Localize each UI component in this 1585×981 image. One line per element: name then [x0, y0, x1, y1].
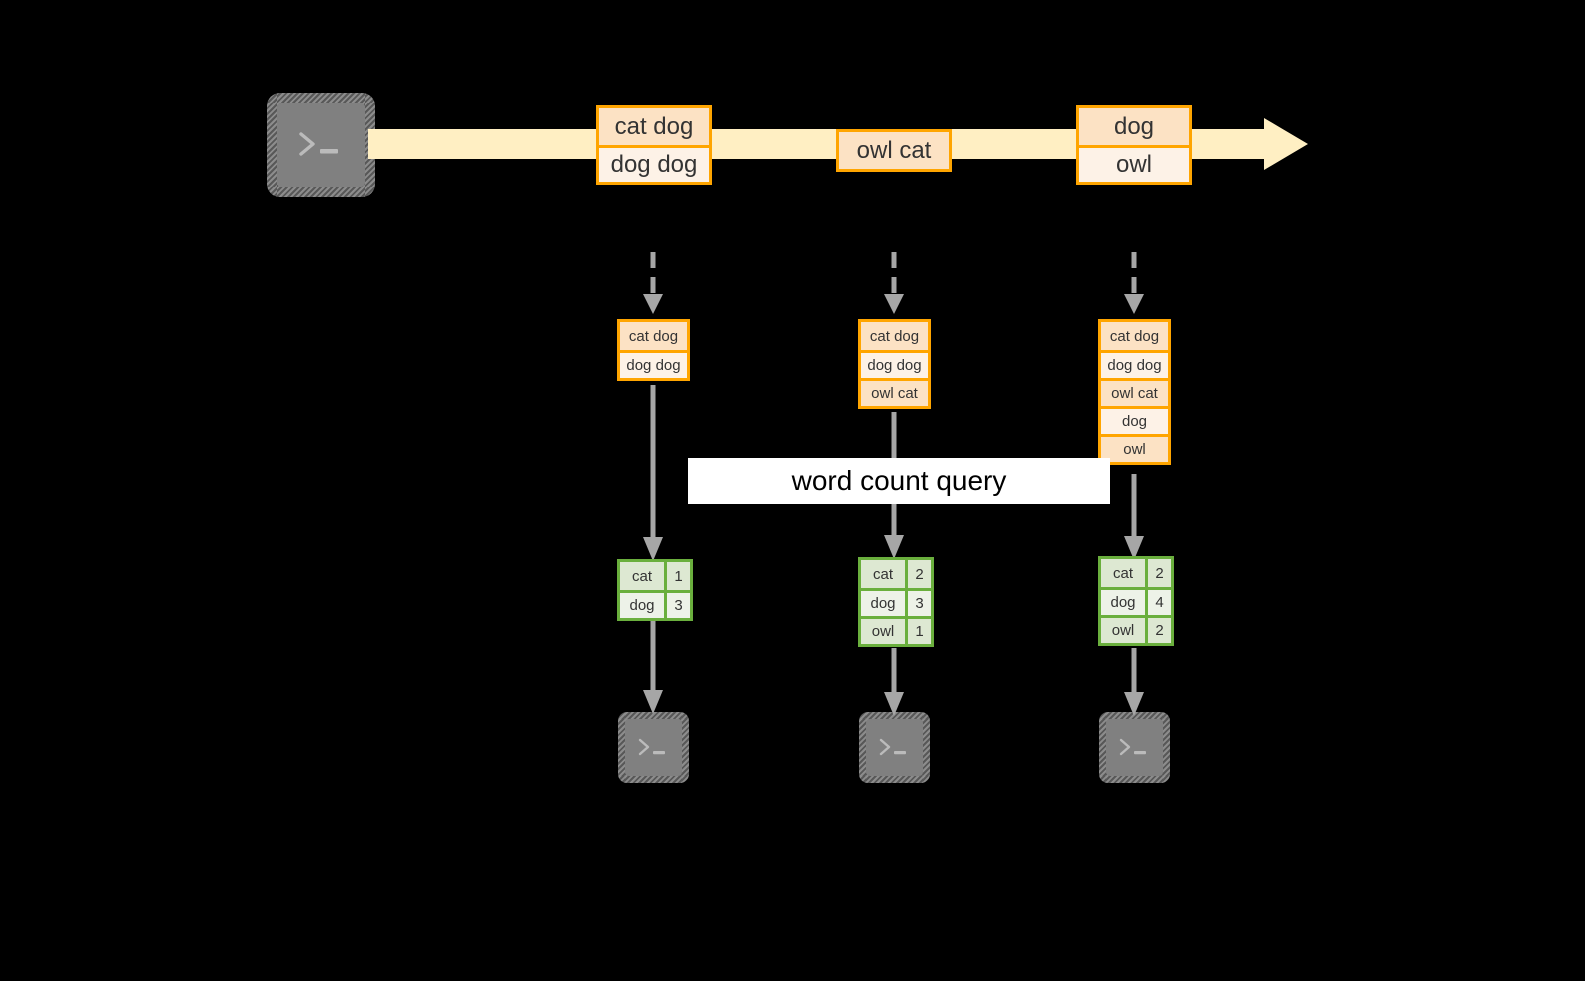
snapshot-3-result-table: cat 2 dog 4 owl 2 [1098, 556, 1174, 646]
stream-event-group-1: cat dog dog dog [596, 105, 712, 185]
sink-connector-2 [882, 648, 906, 718]
snapshot-input-row: dog [1101, 406, 1168, 434]
result-row: dog 4 [1101, 587, 1171, 615]
result-row: dog 3 [620, 590, 690, 618]
result-row: cat 2 [861, 560, 931, 588]
result-count: 4 [1145, 590, 1171, 615]
dashed-connector-2 [881, 252, 907, 318]
result-word: cat [861, 560, 905, 588]
snapshot-input-row: cat dog [861, 322, 928, 350]
query-connector-3 [1122, 474, 1146, 562]
source-terminal-icon [267, 93, 375, 197]
result-word: dog [861, 591, 905, 616]
stream-event-item: owl [1079, 145, 1189, 182]
snapshot-input-row: dog dog [861, 350, 928, 378]
result-word: owl [861, 619, 905, 644]
snapshot-input-row: dog dog [620, 350, 687, 378]
result-count: 2 [1145, 559, 1171, 587]
terminal-screen [1106, 719, 1163, 776]
stream-event-item: dog [1079, 108, 1189, 145]
snapshot-input-row: cat dog [1101, 322, 1168, 350]
result-word: cat [1101, 559, 1145, 587]
terminal-screen [866, 719, 923, 776]
result-count: 1 [664, 562, 690, 590]
snapshot-1-input-stack: cat dog dog dog [617, 319, 690, 381]
result-word: dog [1101, 590, 1145, 615]
query-label-text: word count query [791, 465, 1007, 496]
snapshot-input-row: owl [1101, 434, 1168, 462]
snapshot-1-sink-terminal-icon [618, 712, 689, 783]
snapshot-2-result-table: cat 2 dog 3 owl 1 [858, 557, 934, 647]
snapshot-input-row: cat dog [620, 322, 687, 350]
result-count: 2 [905, 560, 931, 588]
stream-event-group-3: dog owl [1076, 105, 1192, 185]
result-row: owl 2 [1101, 615, 1171, 643]
result-count: 1 [905, 619, 931, 644]
stream-event-item: owl cat [839, 132, 949, 169]
sink-connector-1 [641, 620, 665, 716]
snapshot-3-input-stack: cat dog dog dog owl cat dog owl [1098, 319, 1171, 465]
result-word: cat [620, 562, 664, 590]
result-row: owl 1 [861, 616, 931, 644]
snapshot-input-row: owl cat [861, 378, 928, 406]
sink-connector-3 [1122, 648, 1146, 718]
result-count: 3 [664, 593, 690, 618]
result-row: dog 3 [861, 588, 931, 616]
result-count: 2 [1145, 618, 1171, 643]
result-row: cat 2 [1101, 559, 1171, 587]
snapshot-1-result-table: cat 1 dog 3 [617, 559, 693, 621]
stream-event-item: cat dog [599, 108, 709, 145]
result-count: 3 [905, 591, 931, 616]
query-connector-1 [641, 385, 665, 563]
query-label: word count query [688, 458, 1110, 504]
snapshot-input-row: dog dog [1101, 350, 1168, 378]
result-word: owl [1101, 618, 1145, 643]
result-word: dog [620, 593, 664, 618]
stream-event-group-2: owl cat [836, 129, 952, 172]
terminal-screen [277, 103, 365, 187]
dashed-connector-1 [640, 252, 666, 318]
snapshot-2-input-stack: cat dog dog dog owl cat [858, 319, 931, 409]
snapshot-input-row: owl cat [1101, 378, 1168, 406]
result-row: cat 1 [620, 562, 690, 590]
snapshot-2-sink-terminal-icon [859, 712, 930, 783]
snapshot-3-sink-terminal-icon [1099, 712, 1170, 783]
stream-event-item: dog dog [599, 145, 709, 182]
dashed-connector-3 [1121, 252, 1147, 318]
terminal-screen [625, 719, 682, 776]
